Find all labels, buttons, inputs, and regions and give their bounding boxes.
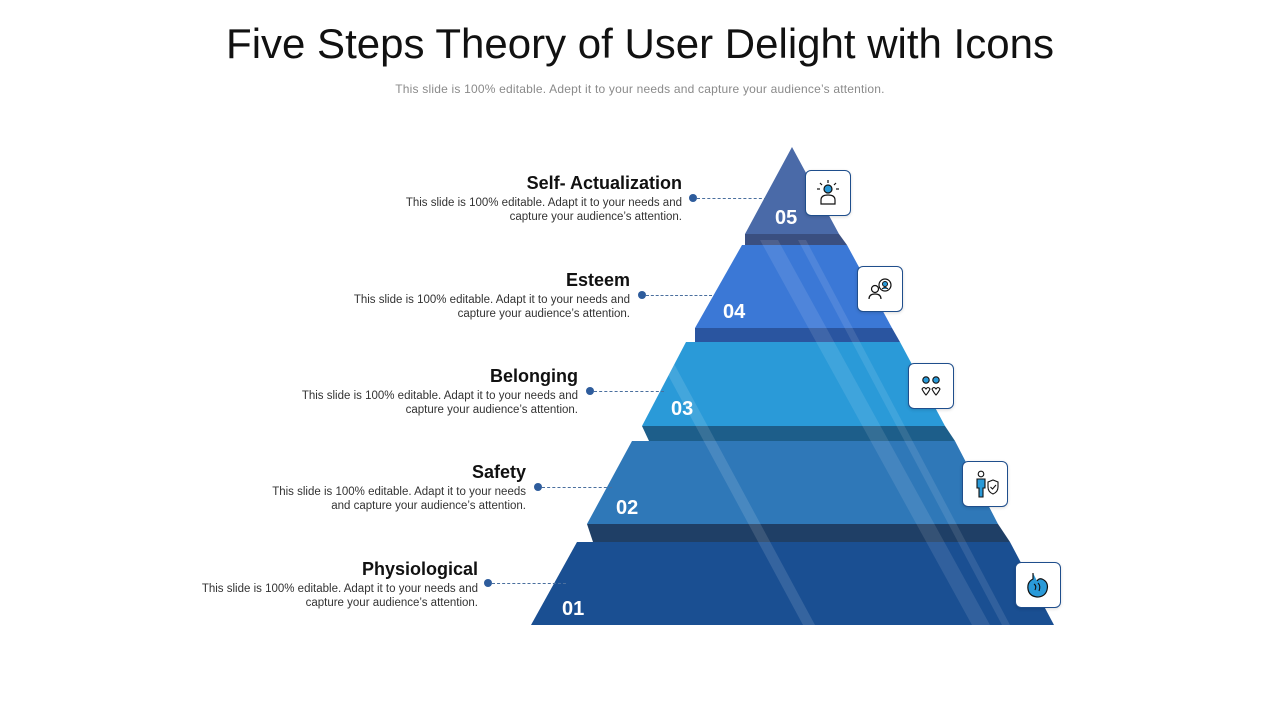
light-streak xyxy=(660,360,815,625)
page-title: Five Steps Theory of User Delight with I… xyxy=(226,20,1054,67)
tier-02-face xyxy=(587,441,998,524)
step-number-04: 04 xyxy=(723,301,746,323)
connector-line xyxy=(697,198,767,199)
step-desc-line: capture your audience’s attention. xyxy=(457,308,630,320)
person-shield-icon xyxy=(962,461,1008,507)
step-description: This slide is 100% editable. Adapt it to… xyxy=(330,293,630,321)
stomach-icon xyxy=(1015,562,1061,608)
step-desc-line: This slide is 100% editable. Adapt it to… xyxy=(272,486,526,498)
step-desc-line: This slide is 100% editable. Adapt it to… xyxy=(405,197,682,209)
step-number-02: 02 xyxy=(616,497,638,519)
step-description: This slide is 100% editable. Adapt it to… xyxy=(278,389,578,417)
tier-05-band xyxy=(745,234,847,245)
step-heading: Esteem xyxy=(565,270,630,290)
tier-03-face xyxy=(642,342,945,426)
connector-line xyxy=(542,487,612,488)
step-number-03: 03 xyxy=(671,398,693,420)
step-description: This slide is 100% editable. Adapt it to… xyxy=(178,582,478,610)
connector-dot xyxy=(638,291,646,299)
tier-02-band xyxy=(587,524,1010,542)
step-heading: Physiological xyxy=(361,559,478,579)
tier-04-band xyxy=(695,328,900,342)
connector-line xyxy=(594,391,664,392)
connector-dot xyxy=(484,579,492,587)
person-ideas-icon xyxy=(805,170,851,216)
step-03-text: Belonging This slide is 100% editable. A… xyxy=(278,366,578,417)
connector-dot xyxy=(586,387,594,395)
page-subtitle: This slide is 100% editable. Adept it to… xyxy=(395,82,885,96)
connector-line xyxy=(646,295,712,296)
step-description: This slide is 100% editable. Adapt it to… xyxy=(382,196,682,224)
step-desc-line: and capture your audience’s attention. xyxy=(331,500,526,512)
step-desc-line: This slide is 100% editable. Adapt it to… xyxy=(201,583,478,595)
step-number-01: 01 xyxy=(562,598,584,620)
step-04-text: Esteem This slide is 100% editable. Adap… xyxy=(330,270,630,321)
user-badge-icon xyxy=(857,266,903,312)
step-desc-line: capture your audience’s attention. xyxy=(509,211,682,223)
step-01-text: Physiological This slide is 100% editabl… xyxy=(178,559,478,610)
step-number-05: 05 xyxy=(775,207,797,229)
step-02-text: Safety This slide is 100% editable. Adap… xyxy=(226,462,526,513)
step-desc-line: capture your audience’s attention. xyxy=(405,404,578,416)
tier-04-face xyxy=(695,245,892,328)
people-hearts-icon xyxy=(908,363,954,409)
step-heading: Self- Actualization xyxy=(526,173,682,193)
connector-dot xyxy=(534,483,542,491)
step-heading: Belonging xyxy=(490,366,578,386)
step-desc-line: This slide is 100% editable. Adapt it to… xyxy=(301,390,578,402)
step-desc-line: This slide is 100% editable. Adapt it to… xyxy=(353,294,630,306)
light-streak xyxy=(760,240,990,625)
tier-03-band xyxy=(642,426,955,441)
step-heading: Safety xyxy=(471,462,526,482)
step-desc-line: capture your audience’s attention. xyxy=(305,597,478,609)
connector-dot xyxy=(689,194,697,202)
step-05-text: Self- Actualization This slide is 100% e… xyxy=(382,173,682,224)
light-streak xyxy=(798,240,1010,625)
step-description: This slide is 100% editable. Adapt it to… xyxy=(226,485,526,513)
tier-01-face xyxy=(531,542,1054,625)
connector-line xyxy=(492,583,566,584)
